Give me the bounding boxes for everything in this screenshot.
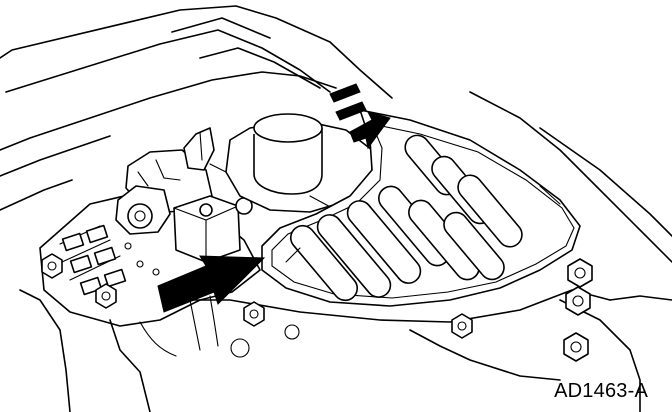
bolt-left-mid bbox=[95, 283, 117, 309]
transmission-filter bbox=[261, 109, 581, 307]
bolt-left-top bbox=[41, 253, 63, 279]
filter-neck bbox=[209, 113, 373, 213]
bolt-center bbox=[243, 301, 265, 327]
bolt-lower-center bbox=[451, 313, 473, 339]
bolt-right-lower bbox=[565, 286, 591, 316]
lower-case bbox=[19, 289, 641, 412]
bolt-right-upper bbox=[567, 258, 593, 288]
figure-reference-code: AD1463-A bbox=[554, 380, 648, 402]
bolt-lower-right bbox=[563, 332, 589, 362]
transmission-case bbox=[0, 5, 672, 301]
solenoid-assembly bbox=[115, 127, 253, 263]
bold-arrow-icon bbox=[329, 83, 391, 150]
hex-bolts bbox=[41, 253, 593, 362]
bold-arrow-icon bbox=[157, 255, 266, 313]
